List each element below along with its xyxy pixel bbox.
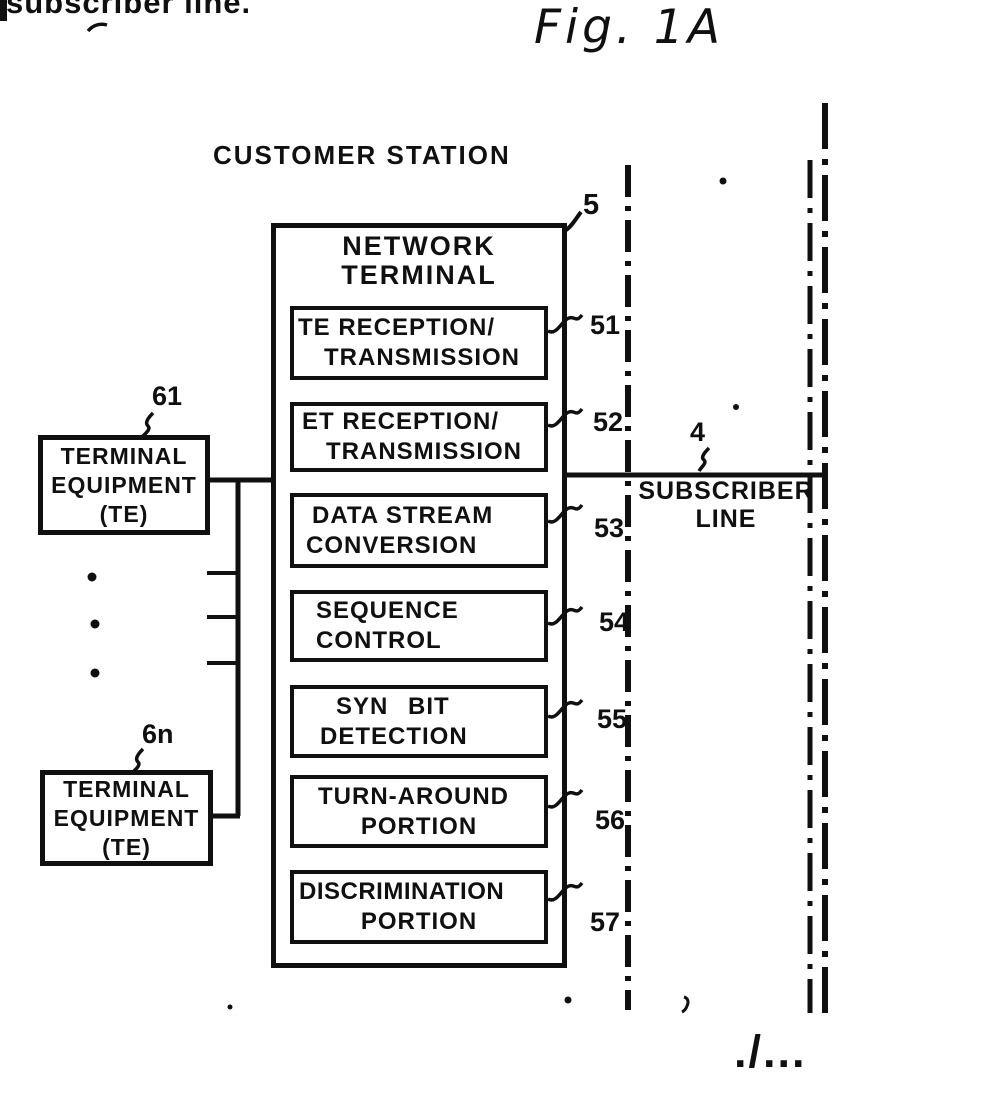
ellipsis-dot-2 [90,619,100,629]
customer-station-label: CUSTOMER STATION [213,140,511,170]
ref-label-54: 54 [599,607,630,637]
leader-5 [564,210,583,232]
ref-label-5: 5 [583,189,600,221]
artifact-dot-2 [733,404,739,410]
artifact-tick [86,22,108,33]
clipped-top-text: subscriber line. [6,0,252,20]
te2-line2: EQUIPMENT [53,804,200,831]
artifact-comma [681,995,690,1014]
te1-line1: TERMINAL [60,442,188,469]
block-te-reception-transmission: TE RECEPTION/ TRANSMISSION [290,306,548,380]
leader-61 [140,411,155,439]
terminal-equipment-box-6n: TERMINAL EQUIPMENT (TE) [40,770,213,866]
block-56-line2: PORTION [360,812,478,840]
ref-label-61: 61 [152,381,183,411]
block-discrimination-portion: DISCRIMINATION PORTION [290,870,548,944]
leader-4 [697,446,711,472]
block-53-line1: DATA STREAM [312,501,494,529]
ref-label-56: 56 [595,805,626,835]
block-syn-bit-detection: SYN BIT DETECTION [290,685,548,758]
block-55-line1: SYN BIT [336,692,450,720]
block-et-reception-transmission: ET RECEPTION/ TRANSMISSION [290,402,548,472]
ref-label-55: 55 [597,704,628,734]
block-turn-around-portion: TURN-AROUND PORTION [290,775,548,848]
subscriber-line-label-line2: LINE [695,505,757,533]
ref-label-57: 57 [590,907,621,937]
network-terminal-title-line2: TERMINAL [341,260,497,290]
block-57-line2: PORTION [360,908,478,935]
te2-line3: (TE) [102,833,151,860]
terminal-equipment-box-61: TERMINAL EQUIPMENT (TE) [38,435,210,535]
block-51-line2: TRANSMISSION [324,344,521,371]
network-terminal-title: NETWORK TERMINAL [271,232,567,290]
block-53-line2: CONVERSION [306,531,478,559]
ref-label-53: 53 [594,513,625,543]
ellipsis-dot-1 [87,572,97,582]
ref-label-6n: 6n [142,719,174,749]
block-data-stream-conversion: DATA STREAM CONVERSION [290,493,548,568]
artifact-dot-3 [564,996,572,1004]
clipped-letter-fragment [0,0,7,21]
te1-line2: EQUIPMENT [51,471,197,498]
block-55-line2: DETECTION [320,722,468,750]
block-56-line1: TURN-AROUND [318,782,509,810]
block-sequence-control: SEQUENCE CONTROL [290,590,548,662]
block-52-line1: ET RECEPTION/ [302,408,500,435]
subscriber-line-label: SUBSCRIBER LINE [633,477,819,533]
continuation-mark: ./... [734,1026,807,1077]
block-51-line1: TE RECEPTION/ [298,314,496,341]
te1-line3: (TE) [99,500,149,527]
block-52-line2: TRANSMISSION [326,438,523,465]
ellipsis-dot-3 [90,668,100,678]
ref-label-4: 4 [690,417,706,447]
subscriber-line-label-line1: SUBSCRIBER [638,477,814,505]
block-54-line2: CONTROL [316,627,442,654]
te2-line1: TERMINAL [63,775,190,802]
network-terminal-title-line1: NETWORK [342,231,496,261]
artifact-dot-1 [719,177,727,185]
figure-title: Fig. 1A [534,0,724,55]
ref-label-51: 51 [590,310,621,340]
block-57-line1: DISCRIMINATION [299,878,505,905]
ref-label-52: 52 [593,407,624,437]
network-terminal-box [271,223,567,968]
block-54-line1: SEQUENCE [316,597,459,624]
artifact-dot-4 [227,1004,233,1010]
